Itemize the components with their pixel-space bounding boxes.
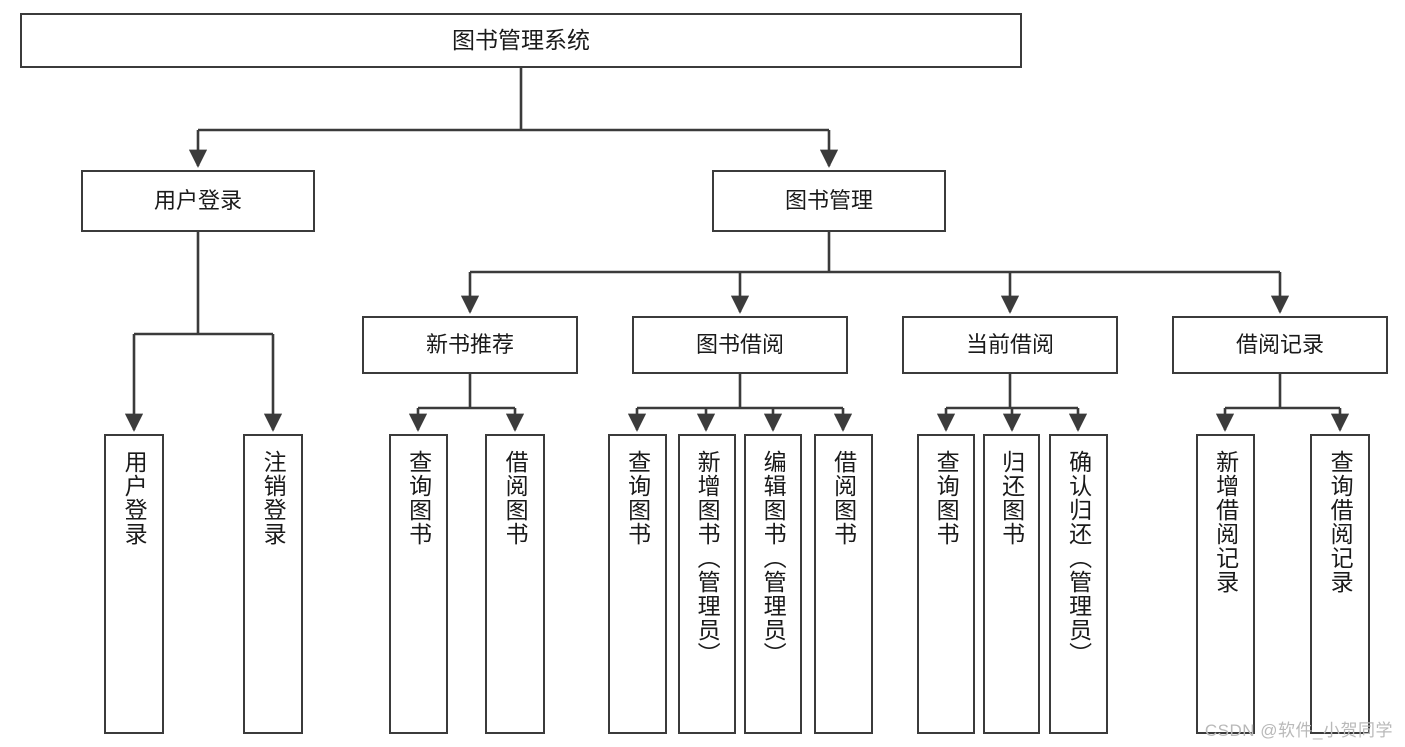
leaf-borrow-book-add-book-admin[interactable]: 新增图书（管理员） — [678, 434, 736, 734]
leaf-new-book-borrow-book[interactable]: 借阅图书 — [485, 434, 545, 734]
leaf-current-borrow-confirm-return-admin[interactable]: 确认归还（管理员） — [1049, 434, 1108, 734]
node-label: 归还图书 — [998, 450, 1025, 546]
node-new-book-recommend[interactable]: 新书推荐 — [362, 316, 578, 374]
leaf-user-login-logout[interactable]: 注销登录 — [243, 434, 303, 734]
node-label: 借阅记录 — [1235, 332, 1324, 358]
node-label: 新增借阅记录 — [1212, 450, 1239, 594]
leaf-borrow-record-query-record[interactable]: 查询借阅记录 — [1310, 434, 1370, 734]
node-current-borrow[interactable]: 当前借阅 — [902, 316, 1118, 374]
leaf-borrow-book-edit-book-admin[interactable]: 编辑图书（管理员） — [744, 434, 802, 734]
leaf-current-borrow-return-book[interactable]: 归还图书 — [983, 434, 1040, 734]
node-label: 编辑图书（管理员） — [760, 450, 787, 666]
node-user-login[interactable]: 用户登录 — [81, 170, 315, 232]
node-label: 查询图书 — [624, 450, 651, 546]
leaf-new-book-query-book[interactable]: 查询图书 — [389, 434, 448, 734]
node-label: 新增图书（管理员） — [694, 450, 721, 666]
node-borrow-record[interactable]: 借阅记录 — [1172, 316, 1388, 374]
node-label: 注销登录 — [260, 450, 287, 546]
leaf-borrow-record-add-record[interactable]: 新增借阅记录 — [1196, 434, 1255, 734]
node-book-management[interactable]: 图书管理 — [712, 170, 946, 232]
node-label: 用户登录 — [121, 450, 148, 546]
node-label: 当前借阅 — [965, 332, 1054, 358]
node-label: 借阅图书 — [502, 450, 529, 546]
node-label: 新书推荐 — [425, 332, 514, 358]
leaf-current-borrow-query-book[interactable]: 查询图书 — [917, 434, 975, 734]
node-label: 查询图书 — [405, 450, 432, 546]
node-label: 查询借阅记录 — [1327, 450, 1354, 594]
leaf-borrow-book-query-book[interactable]: 查询图书 — [608, 434, 667, 734]
node-label: 图书借阅 — [695, 332, 784, 358]
node-label: 用户登录 — [153, 188, 242, 214]
node-root-book-management-system[interactable]: 图书管理系统 — [20, 13, 1022, 68]
node-label: 借阅图书 — [830, 450, 857, 546]
leaf-user-login-login[interactable]: 用户登录 — [104, 434, 164, 734]
node-label: 图书管理系统 — [452, 26, 590, 53]
node-label: 图书管理 — [784, 188, 873, 214]
node-label: 确认归还（管理员） — [1065, 450, 1092, 666]
node-book-borrow[interactable]: 图书借阅 — [632, 316, 848, 374]
node-label: 查询图书 — [933, 450, 960, 546]
leaf-borrow-book-borrow-book[interactable]: 借阅图书 — [814, 434, 873, 734]
